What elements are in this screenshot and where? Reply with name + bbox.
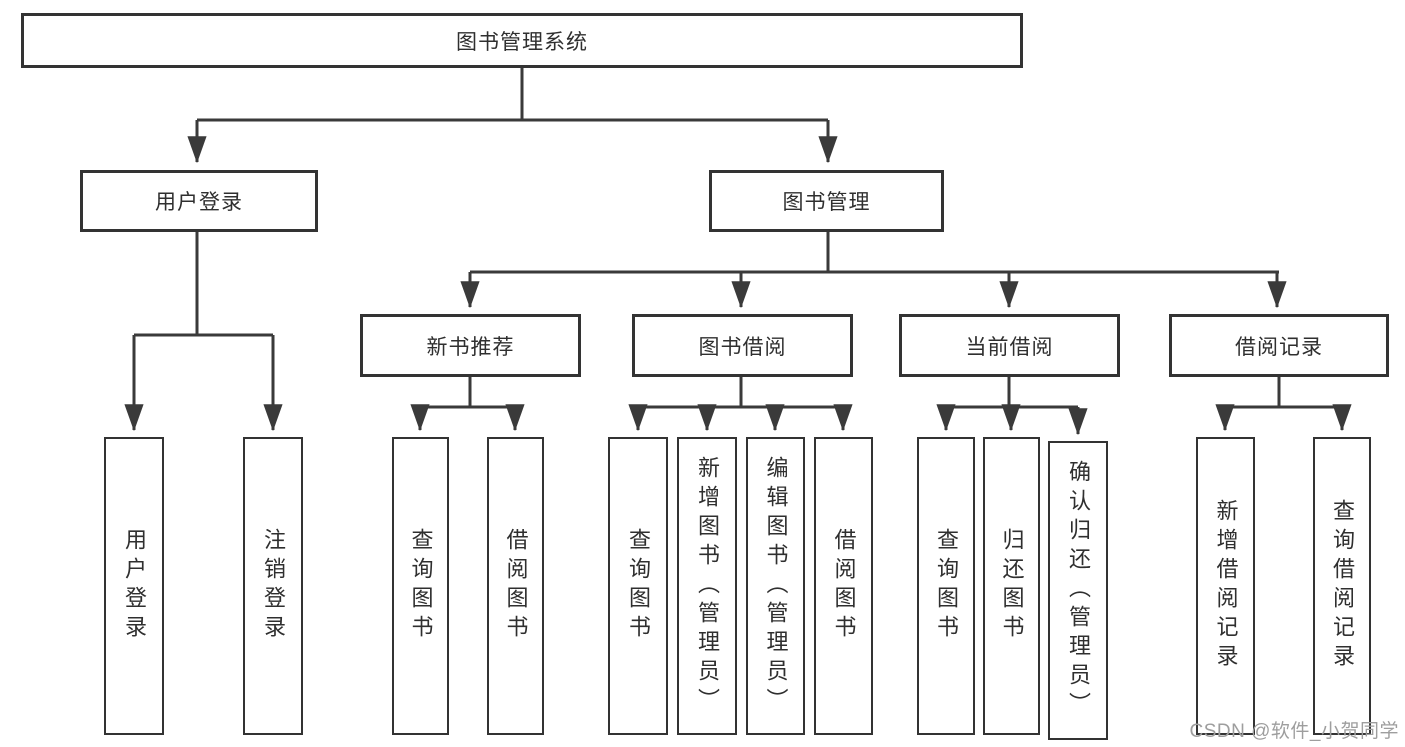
leaf-label: 新增图书（管理员） xyxy=(695,455,720,717)
leaf-logout-login: 注销登录 xyxy=(243,437,303,735)
csdn-watermark: CSDN @软件_小贺同学 xyxy=(1189,721,1399,742)
node-book-management: 图书管理 xyxy=(709,170,944,232)
leaf-current-confirm-return-admin: 确认归还（管理员） xyxy=(1048,441,1108,740)
node-label: 借阅记录 xyxy=(1235,335,1323,359)
node-label: 图书管理系统 xyxy=(456,30,588,54)
node-label: 新书推荐 xyxy=(426,335,515,359)
leaf-label: 查询图书 xyxy=(408,528,434,644)
node-label: 图书管理 xyxy=(782,191,871,214)
leaf-label: 借阅图书 xyxy=(503,528,529,644)
leaf-label: 归还图书 xyxy=(999,528,1025,644)
node-borrow-record: 借阅记录 xyxy=(1169,314,1389,377)
leaf-borrow-add-book-admin: 新增图书（管理员） xyxy=(677,437,737,735)
node-label: 图书借阅 xyxy=(698,335,787,359)
leaf-label: 查询借阅记录 xyxy=(1330,499,1355,673)
node-current-borrow: 当前借阅 xyxy=(899,314,1120,377)
node-new-book-recommend: 新书推荐 xyxy=(360,314,581,377)
node-book-borrow: 图书借阅 xyxy=(632,314,853,377)
leaf-record-query-record: 查询借阅记录 xyxy=(1313,437,1371,735)
leaf-label: 用户登录 xyxy=(122,528,147,644)
leaf-label: 编辑图书（管理员） xyxy=(763,455,789,717)
leaf-label: 查询图书 xyxy=(934,528,959,644)
leaf-newrec-query-book: 查询图书 xyxy=(392,437,449,735)
leaf-label: 注销登录 xyxy=(261,528,286,644)
leaf-borrow-query-book: 查询图书 xyxy=(608,437,668,735)
node-root-library-system: 图书管理系统 xyxy=(21,13,1023,68)
leaf-label: 新增借阅记录 xyxy=(1213,499,1239,673)
node-label: 用户登录 xyxy=(155,191,243,214)
leaf-label: 确认归还（管理员） xyxy=(1066,460,1091,721)
leaf-borrow-borrow-book: 借阅图书 xyxy=(814,437,873,735)
leaf-newrec-borrow-book: 借阅图书 xyxy=(487,437,544,735)
leaf-label: 查询图书 xyxy=(626,528,651,644)
node-label: 当前借阅 xyxy=(965,335,1054,359)
leaf-label: 借阅图书 xyxy=(831,528,857,644)
leaf-borrow-edit-book-admin: 编辑图书（管理员） xyxy=(746,437,805,735)
leaf-current-query-book: 查询图书 xyxy=(917,437,975,735)
node-user-login: 用户登录 xyxy=(80,170,318,232)
leaf-record-add-record: 新增借阅记录 xyxy=(1196,437,1255,735)
leaf-current-return-book: 归还图书 xyxy=(983,437,1040,735)
leaf-user-login: 用户登录 xyxy=(104,437,164,735)
